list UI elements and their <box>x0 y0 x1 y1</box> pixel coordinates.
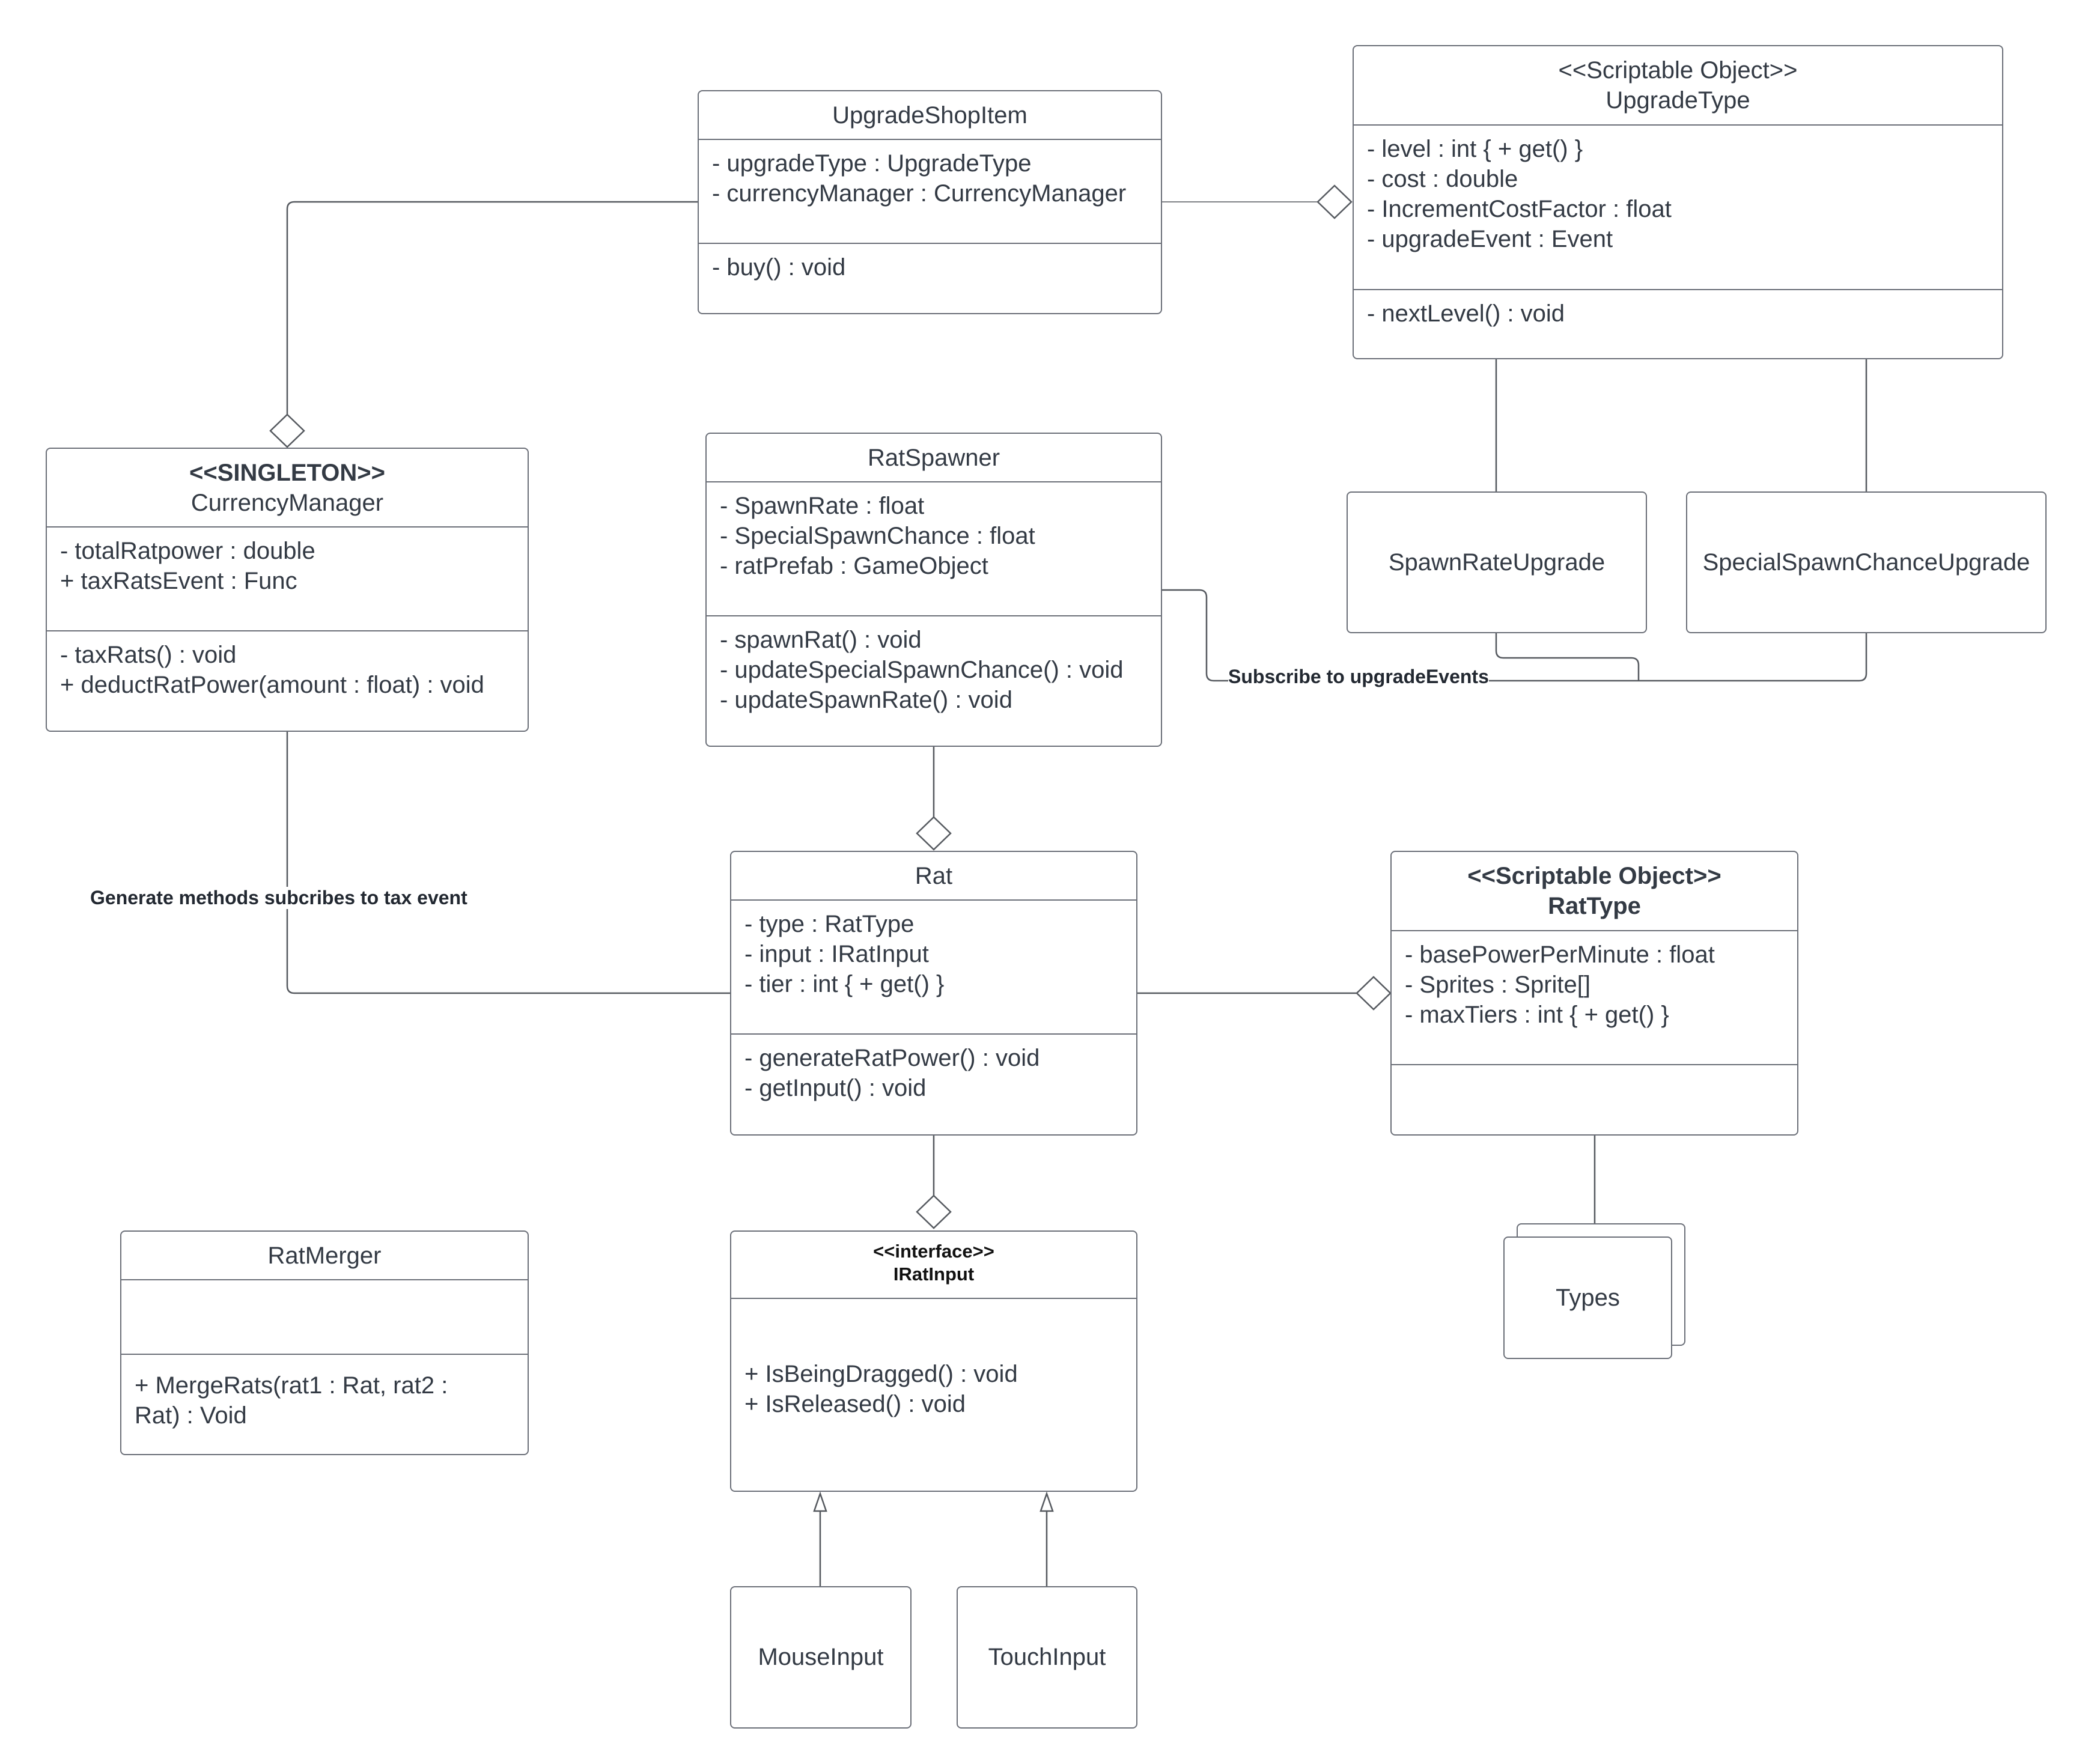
aggregation-diamond-iratinput <box>916 1194 952 1229</box>
methods-section: - generateRatPower() : void - getInput()… <box>731 1033 1136 1134</box>
class-types[interactable]: Types <box>1503 1236 1672 1359</box>
methods-section: + MergeRats(rat1 : Rat, rat2 : Rat) : Vo… <box>121 1354 528 1454</box>
class-header: <<Scriptable Object>> RatType <box>1392 852 1797 931</box>
attributes-section: - basePowerPerMinute : float - Sprites :… <box>1392 931 1797 1064</box>
class-header: RatMerger <box>121 1232 528 1280</box>
connector-spawnrate-bus <box>1495 633 1640 681</box>
attributes-section: - upgradeType : UpgradeType - currencyMa… <box>699 140 1161 243</box>
aggregation-diamond-currency <box>269 413 305 448</box>
class-name: IRatInput <box>893 1264 975 1285</box>
class-name: RatType <box>1548 893 1641 919</box>
attribute: - totalRatpower : double <box>60 538 315 564</box>
class-touch-input[interactable]: TouchInput <box>957 1586 1137 1729</box>
attribute: - level : int { + get() } <box>1367 136 1583 162</box>
methods-section: - nextLevel() : void <box>1354 289 2002 358</box>
attribute: - currencyManager : CurrencyManager <box>712 180 1127 207</box>
method: + IsReleased() : void <box>744 1391 966 1417</box>
attributes-section: - SpawnRate : float - SpecialSpawnChance… <box>707 482 1161 615</box>
methods-section: - taxRats() : void + deductRatPower(amou… <box>47 630 528 731</box>
attributes-section: - totalRatpower : double + taxRatsEvent … <box>47 528 528 630</box>
class-header: <<interface>> IRatInput <box>731 1232 1136 1299</box>
attribute: - upgradeType : UpgradeType <box>712 150 1032 177</box>
attribute: - IncrementCostFactor : float <box>1367 196 1672 222</box>
method: - generateRatPower() : void <box>744 1045 1040 1071</box>
aggregation-diamond-rattype <box>1356 976 1392 1011</box>
attribute: - ratPrefab : GameObject <box>720 553 988 579</box>
realization-arrowhead-mouse <box>813 1491 827 1512</box>
attribute: - cost : double <box>1367 166 1518 192</box>
connector-specialchance-bus <box>1240 633 1867 682</box>
method: + IsBeingDragged() : void <box>744 1361 1018 1387</box>
method: - updateSpecialSpawnChance() : void <box>720 657 1124 683</box>
class-mouse-input[interactable]: MouseInput <box>730 1586 912 1729</box>
class-rat-type[interactable]: <<Scriptable Object>> RatType - basePowe… <box>1390 851 1798 1136</box>
attribute: - SpecialSpawnChance : float <box>720 523 1035 549</box>
attribute: - type : RatType <box>744 911 915 937</box>
aggregation-diamond-rat-top <box>916 816 952 851</box>
class-header: RatSpawner <box>707 434 1161 482</box>
methods-section: - buy() : void <box>699 243 1161 313</box>
method: - getInput() : void <box>744 1075 927 1101</box>
attribute: - input : IRatInput <box>744 941 929 967</box>
class-header: <<Scriptable Object>> UpgradeType <box>1354 46 2002 126</box>
class-special-spawn-chance-upgrade[interactable]: SpecialSpawnChanceUpgrade <box>1686 491 2047 633</box>
attributes-section: - level : int { + get() } - cost : doubl… <box>1354 126 2002 289</box>
method: - taxRats() : void <box>60 642 237 668</box>
methods-section: - spawnRat() : void - updateSpecialSpawn… <box>707 615 1161 746</box>
class-name: UpgradeShopItem <box>832 102 1027 129</box>
method: + MergeRats(rat1 : Rat, rat2 : <box>135 1372 448 1399</box>
class-name: RatSpawner <box>867 444 1000 471</box>
class-rat[interactable]: Rat - type : RatType - input : IRatInput… <box>730 851 1137 1136</box>
class-header: Rat <box>731 852 1136 901</box>
note-generate-subscribes-tax: Generate methods subcribes to tax event <box>90 887 467 909</box>
attributes-section <box>121 1280 528 1354</box>
method: - updateSpawnRate() : void <box>720 687 1012 713</box>
stereotype: <<Scriptable Object>> <box>1467 863 1721 889</box>
methods-section: + IsBeingDragged() : void + IsReleased()… <box>731 1299 1136 1491</box>
class-name: CurrencyManager <box>190 489 384 516</box>
method: - nextLevel() : void <box>1367 300 1565 327</box>
class-header: <<SINGLETON>> CurrencyManager <box>47 449 528 528</box>
class-name: Rat <box>915 862 953 889</box>
class-name: RatMerger <box>267 1242 382 1269</box>
connector-shop-to-currency <box>286 201 698 415</box>
method: Rat) : Void <box>135 1402 247 1429</box>
method: - buy() : void <box>712 254 846 281</box>
note-subscribe-upgrade-events: Subscribe to upgradeEvents <box>1228 666 1489 688</box>
class-header: UpgradeShopItem <box>699 91 1161 140</box>
aggregation-diamond-upgradetype <box>1316 184 1353 219</box>
stereotype: <<SINGLETON>> <box>189 459 386 486</box>
class-spawn-rate-upgrade[interactable]: SpawnRateUpgrade <box>1347 491 1647 633</box>
class-name: UpgradeType <box>1606 87 1750 114</box>
connector-spawner-subscribe <box>1162 589 1229 682</box>
realization-arrowhead-touch <box>1039 1491 1054 1512</box>
class-rat-spawner[interactable]: RatSpawner - SpawnRate : float - Special… <box>705 433 1162 747</box>
attribute: - SpawnRate : float <box>720 493 925 519</box>
stereotype: <<interface>> <box>873 1241 994 1262</box>
attribute: - maxTiers : int { + get() } <box>1405 1002 1669 1028</box>
interface-irat-input[interactable]: <<interface>> IRatInput + IsBeingDragged… <box>730 1230 1137 1492</box>
attribute: - upgradeEvent : Event <box>1367 226 1613 252</box>
attributes-section: - type : RatType - input : IRatInput - t… <box>731 901 1136 1033</box>
attribute: - basePowerPerMinute : float <box>1405 941 1715 968</box>
class-currency-manager[interactable]: <<SINGLETON>> CurrencyManager - totalRat… <box>46 448 529 732</box>
attribute: + taxRatsEvent : Func <box>60 568 297 594</box>
methods-section <box>1392 1064 1797 1134</box>
method: - spawnRat() : void <box>720 627 922 653</box>
class-rat-merger[interactable]: RatMerger + MergeRats(rat1 : Rat, rat2 :… <box>120 1230 529 1455</box>
class-upgrade-type[interactable]: <<Scriptable Object>> UpgradeType - leve… <box>1353 45 2003 359</box>
attribute: - tier : int { + get() } <box>744 971 945 997</box>
method: + deductRatPower(amount : float) : void <box>60 672 484 698</box>
stereotype: <<Scriptable Object>> <box>1558 57 1798 84</box>
class-upgrade-shop-item[interactable]: UpgradeShopItem - upgradeType : UpgradeT… <box>698 90 1162 314</box>
connector-currency-to-rat <box>286 732 730 994</box>
attribute: - Sprites : Sprite[] <box>1405 972 1590 998</box>
